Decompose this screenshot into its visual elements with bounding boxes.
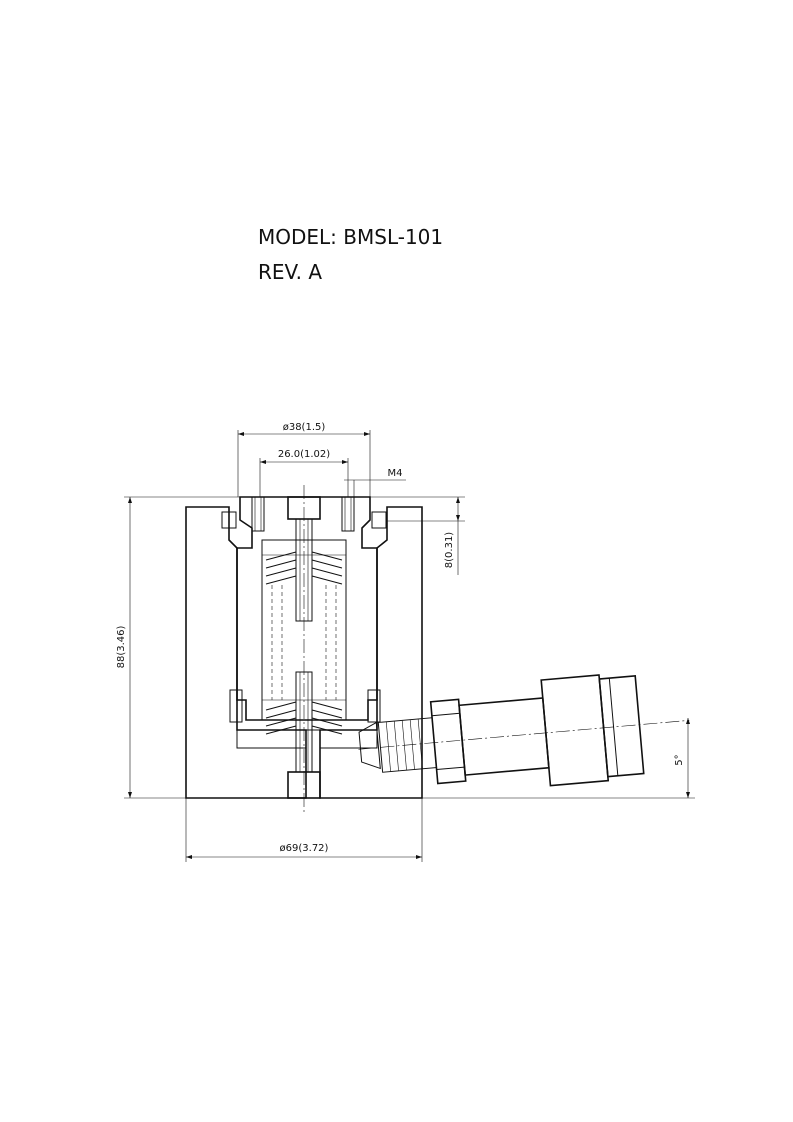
dimension-height: 88(3.46) — [116, 496, 240, 799]
angle-label: 5° — [674, 754, 685, 765]
outer-diameter-label: ø69(3.72) — [280, 843, 329, 854]
inner-width-label: 26.0(1.02) — [278, 449, 330, 460]
bore-diameter-label: ø38(1.5) — [283, 422, 326, 433]
height-label: 88(3.46) — [116, 626, 127, 669]
revision-label: REV. A — [258, 260, 323, 284]
dimension-angle: 5° — [422, 718, 695, 799]
piston — [236, 496, 378, 721]
coupler-fitting — [358, 674, 690, 787]
dimension-inner-width: 26.0(1.02) — [259, 449, 349, 497]
dimension-bore-diameter: ø38(1.5) — [237, 422, 371, 497]
seal-rings — [221, 511, 387, 723]
return-springs — [265, 551, 343, 735]
thread-label: M4 — [388, 468, 403, 479]
top-depth-label: 8(0.31) — [444, 532, 455, 569]
dimension-thread: M4 — [344, 468, 406, 497]
dimension-outer-diameter: ø69(3.72) — [185, 798, 423, 862]
model-title: MODEL: BMSL-101 — [258, 225, 444, 249]
dimension-top-depth: 8(0.31) — [370, 496, 465, 575]
cap-screws — [251, 496, 355, 532]
hidden-lines — [271, 585, 337, 700]
